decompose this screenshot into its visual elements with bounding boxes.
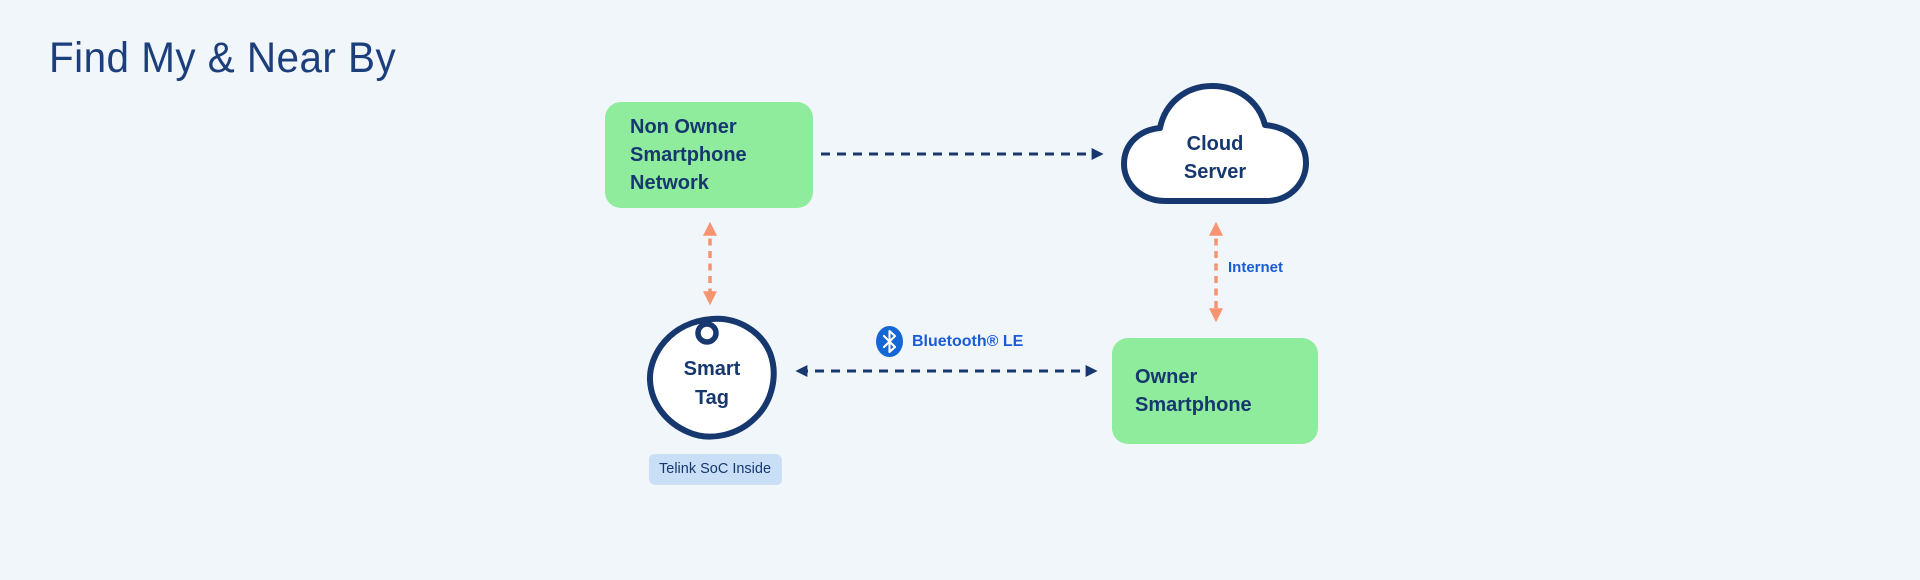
bluetooth-icon: [876, 326, 903, 357]
bluetooth-le-label: Bluetooth® LE: [912, 332, 1024, 350]
smart-tag-icon: [646, 315, 777, 440]
node-smart-tag: Smart Tag: [642, 312, 782, 446]
node-cloud-server: Cloud Server: [1116, 75, 1314, 215]
cloud-server-label: Cloud Server: [1183, 133, 1247, 183]
tag-hole-icon: [695, 321, 719, 345]
owner-smartphone-label: Owner Smartphone: [1135, 366, 1252, 416]
non-owner-network-label: Non Owner Smartphone Network: [630, 116, 747, 194]
node-owner-smartphone: Owner Smartphone: [1112, 338, 1318, 444]
cloud-icon: [1121, 83, 1309, 204]
telink-soc-badge: Telink SoC Inside: [649, 454, 782, 484]
smart-tag-label: Smart Tag: [683, 358, 741, 409]
page-title: Find My & Near By: [49, 34, 397, 82]
internet-label: Internet: [1228, 259, 1284, 276]
bluetooth-link-label-group: Bluetooth® LE: [876, 326, 1023, 357]
node-non-owner-smartphone-network: Non Owner Smartphone Network: [605, 102, 813, 208]
telink-soc-badge-label: Telink SoC Inside: [659, 461, 772, 477]
